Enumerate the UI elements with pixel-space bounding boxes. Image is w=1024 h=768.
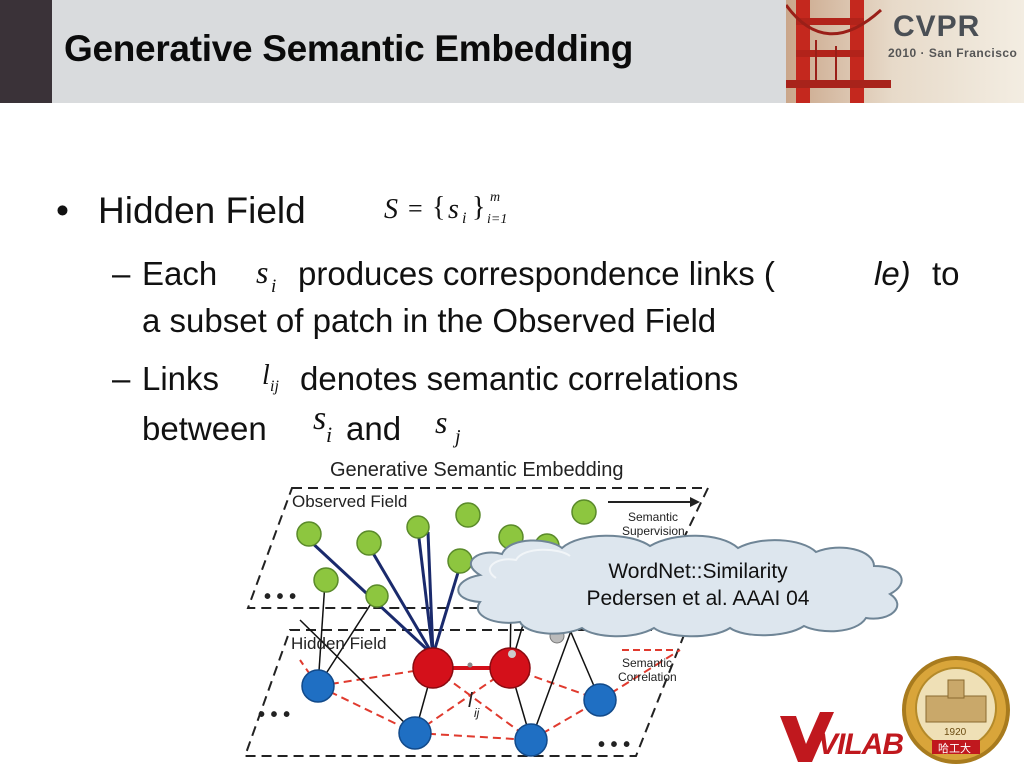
cloud-line-1: WordNet::Similarity [608,560,788,583]
vilab-logo-text: VILAB [818,728,904,761]
observed-field-label: Observed Field [292,492,408,511]
sphere-small [467,662,473,668]
sub-bullet-dash: – [112,360,131,397]
cvpr-logo-subtitle: 2010 · San Francisco [888,46,1018,60]
var-si-sub: i [326,422,333,447]
seal-text: 哈工大 [938,743,971,755]
sub-bullet-text: denotes semantic correlations [300,360,739,397]
bullet-hidden-field: Hidden Field [98,190,306,231]
sub-bullet-to: to [932,255,960,292]
cvpr-logo-text: CVPR [893,10,981,43]
var-l: l [262,360,270,391]
semantic-correlation-label-1: Semantic [622,656,673,670]
sub-bullet-links: Links [142,360,220,397]
hidden-nodes [301,669,617,757]
golden-gate-bridge-icon [786,0,891,103]
sub-bullet-line2: a subset of patch in the Observed Field [142,302,717,339]
observed-nodes [296,499,597,608]
sub-bullet-and: and [346,410,402,447]
wordnet-cloud [457,534,903,638]
seal-year: 1920 [944,727,967,738]
sub-bullet-each: Each [142,255,218,292]
link-label-l: l [468,690,473,712]
link-label-ij: ij [474,706,480,720]
title-accent [0,0,52,103]
ellipsis-hidden-left: • • • [258,704,291,726]
var-sj: s [435,404,448,440]
cloud-line-2: Pedersen et al. AAAI 04 [586,587,810,610]
vilab-logo [780,712,834,762]
sub-bullet-le: le) [874,255,911,292]
semantic-supervision-label-1: Semantic [628,510,679,524]
sub-bullet-between: between [142,410,267,447]
var-s: s [256,254,269,290]
var-si: s [313,400,327,437]
cvpr-banner-image [786,0,1024,103]
ellipsis-hidden-right: • • • [598,734,631,756]
diagram-title: Generative Semantic Embedding [330,459,624,481]
semantic-correlation-label-2: Correlation [618,670,677,684]
var-ij: ij [270,378,279,395]
semantic-supervision-label-2: Supervision [622,524,685,538]
var-sj-sub: j [455,426,461,448]
sub-bullet-dash: – [112,255,131,292]
page-title: Generative Semantic Embedding [64,28,634,69]
active-hidden-nodes [412,647,531,689]
cloud-callout: WordNet::Similarity Pedersen et al. AAAI… [520,558,876,612]
bullet-dot: • [56,190,69,231]
hidden-field-label: Hidden Field [291,634,387,653]
hit-seal-icon [902,656,1010,764]
ellipsis-observed: • • • [264,586,297,608]
sub-bullet-text: produces correspondence links ( [298,255,775,292]
sphere-highlight [508,650,516,658]
var-i: i [271,276,277,297]
